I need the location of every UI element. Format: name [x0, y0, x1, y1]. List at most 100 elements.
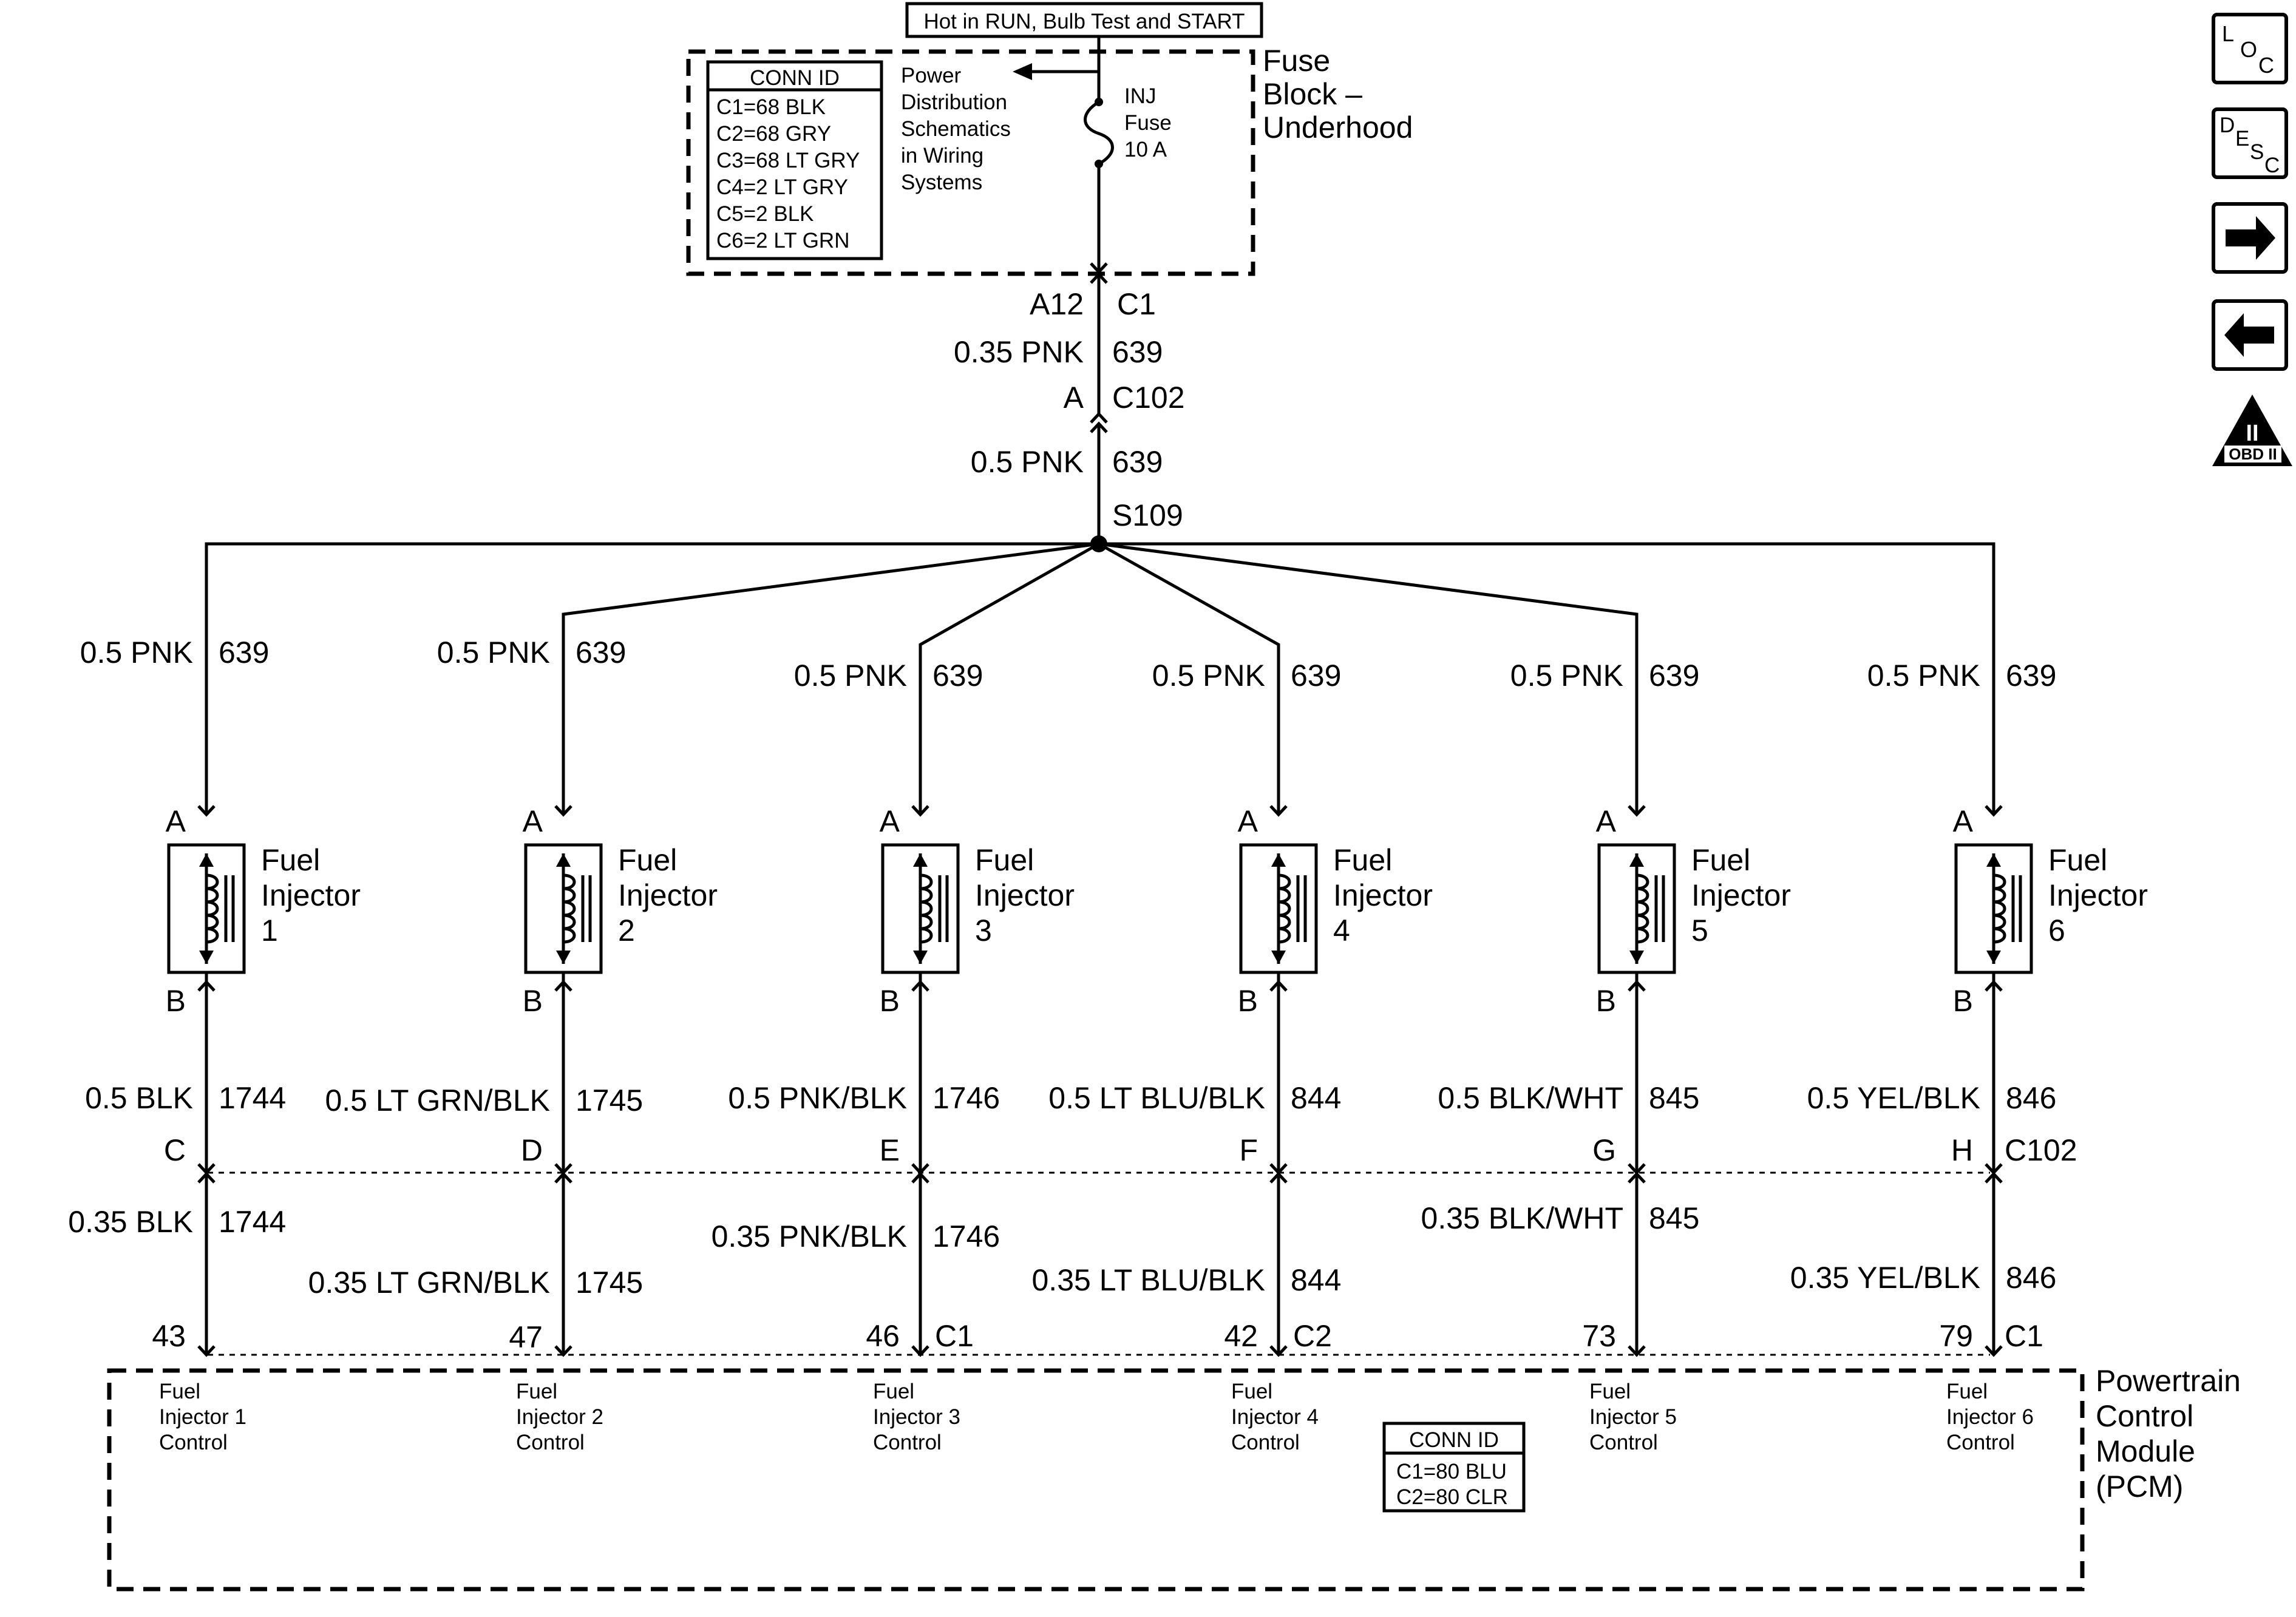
pcm-wire-circuit: 1744 [219, 1205, 286, 1239]
supply-wire1-gauge: 0.35 PNK [954, 335, 1084, 369]
fuse-pin-label: A12 [1030, 287, 1084, 321]
injector-label-2: Injector [261, 878, 361, 912]
pcm-name-3: Module [2096, 1434, 2195, 1468]
upper-wire-circuit: 639 [1649, 659, 1699, 693]
upper-wire-circuit: 639 [2006, 659, 2056, 693]
pcm-function-3: Control [516, 1431, 585, 1454]
obd-ii-icon[interactable]: II OBD II [2212, 395, 2292, 466]
location-icon[interactable]: L O C [2212, 13, 2288, 84]
pcm-wire-gauge: 0.35 LT BLU/BLK [1032, 1263, 1266, 1297]
pcm-function-1: Fuel [159, 1380, 200, 1403]
pcm-terminal-icon [197, 1345, 216, 1357]
injector-label-2: Injector [618, 878, 718, 912]
pcm-function-3: Control [1589, 1431, 1658, 1454]
fuse-conn-id-title: CONN ID [750, 66, 840, 90]
hot-label: Hot in RUN, Bulb Test and START [923, 10, 1245, 33]
upper-wire-gauge: 0.5 PNK [794, 659, 907, 693]
pin-a-label: A [880, 804, 900, 838]
lower-wire-gauge: 0.5 BLK [85, 1081, 193, 1115]
power-dist-2: Distribution [901, 90, 1007, 114]
lower-wire-gauge: 0.5 PNK/BLK [728, 1081, 907, 1115]
pcm-name-2: Control [2096, 1399, 2193, 1433]
pcm-wire-gauge: 0.35 PNK/BLK [712, 1219, 907, 1253]
branch-wire [919, 542, 1100, 815]
pcm-function-3: Control [1231, 1431, 1300, 1454]
fuse-conn-id-4: C4=2 LT GRY [716, 175, 848, 199]
lower-wire-circuit: 846 [2006, 1081, 2056, 1115]
fuse-block-name-3: Underhood [1263, 110, 1413, 144]
svg-text:C: C [2264, 154, 2280, 177]
lower-wire-gauge: 0.5 BLK/WHT [1438, 1081, 1623, 1115]
lower-wire-circuit: 844 [1291, 1081, 1341, 1115]
injector-label-3: 4 [1333, 914, 1350, 947]
pcm-pin-label: 47 [509, 1320, 543, 1354]
power-dist-1: Power [901, 64, 962, 87]
arrow-left-icon[interactable] [2212, 299, 2288, 371]
solenoid-coil-icon [1986, 853, 2022, 964]
pcm-function-2: Injector 5 [1589, 1405, 1677, 1429]
obd-label: OBD II [2229, 445, 2277, 463]
lower-wire-gauge: 0.5 LT BLU/BLK [1048, 1081, 1265, 1115]
pcm-outline [107, 1368, 2085, 1592]
hot-label-box [905, 2, 1263, 38]
pin-a-terminal-icon [197, 805, 216, 817]
fuse-conn-id-table [706, 60, 883, 260]
pcm-wire-circuit: 1745 [576, 1266, 643, 1300]
pcm-function-1: Fuel [1231, 1380, 1272, 1403]
solenoid-coil-icon [1629, 853, 1665, 964]
pcm-pin-label: 46 [866, 1319, 900, 1353]
pin-a-terminal-icon [1985, 805, 2003, 817]
pcm-terminal-icon [554, 1345, 572, 1357]
svg-text:C: C [2258, 53, 2274, 78]
power-dist-4: in Wiring [901, 144, 983, 168]
injector-label-1: Fuel [1691, 843, 1750, 877]
pcm-function-2: Injector 2 [516, 1405, 603, 1429]
supply-wire1-circuit: 639 [1112, 335, 1163, 369]
branch-wire [1099, 542, 1995, 815]
c102-pin-label: D [521, 1133, 543, 1167]
injector-label-1: Fuel [975, 843, 1034, 877]
c102-pin-label: C [164, 1133, 186, 1167]
pcm-pin-label: 73 [1582, 1319, 1616, 1353]
c102-pin-label: H [1951, 1133, 1973, 1167]
branch-wire [1098, 542, 1280, 815]
pcm-terminal-icon [1628, 1345, 1646, 1357]
pcm-wire-circuit: 845 [1649, 1201, 1699, 1235]
fuse-icon [1084, 98, 1114, 168]
injector-label-3: 2 [618, 914, 635, 947]
lower-wire-circuit: 1746 [932, 1081, 1000, 1115]
fuse-label-2: Fuse [1124, 111, 1172, 135]
supply-wire2-circuit: 639 [1112, 445, 1163, 479]
upper-wire-gauge: 0.5 PNK [80, 636, 193, 670]
pcm-function-2: Injector 4 [1231, 1405, 1319, 1429]
description-icon[interactable]: D E S C [2212, 107, 2288, 179]
lower-wire-circuit: 845 [1649, 1081, 1699, 1115]
upper-wire-circuit: 639 [932, 659, 983, 693]
pcm-wire-gauge: 0.35 YEL/BLK [1790, 1261, 1980, 1295]
pcm-conn-id-title: CONN ID [1409, 1428, 1499, 1452]
pcm-function-1: Fuel [873, 1380, 914, 1403]
pin-b-label: B [880, 984, 900, 1018]
fuse-conn-id-1: C1=68 BLK [716, 95, 826, 119]
svg-text:O: O [2240, 37, 2257, 62]
arrow-right-icon[interactable] [2212, 202, 2288, 274]
pcm-function-1: Fuel [516, 1380, 557, 1403]
pcm-conn-id-table [1382, 1422, 1526, 1513]
pcm-terminal-icon [1985, 1345, 2003, 1357]
pcm-module: Powertrain Control Module (PCM) CONN ID … [107, 1364, 2241, 1592]
supply-wire: A12 C1 0.35 PNK 639 A C102 0.5 PNK 639 S… [954, 272, 1185, 552]
c102-lower-label: C102 [2005, 1133, 2077, 1167]
injector-label-3: 3 [975, 914, 992, 947]
pcm-name-1: Powertrain [2096, 1364, 2241, 1398]
pcm-name-4: (PCM) [2096, 1470, 2183, 1503]
branch-wire [1098, 542, 1639, 815]
pcm-function-2: Injector 6 [1946, 1405, 2034, 1429]
pcm-pin-label: 43 [152, 1319, 186, 1353]
solenoid-coil-icon [913, 853, 949, 964]
pcm-pin-label: 42 [1224, 1319, 1258, 1353]
fuse-conn-id-3: C3=68 LT GRY [716, 149, 860, 172]
